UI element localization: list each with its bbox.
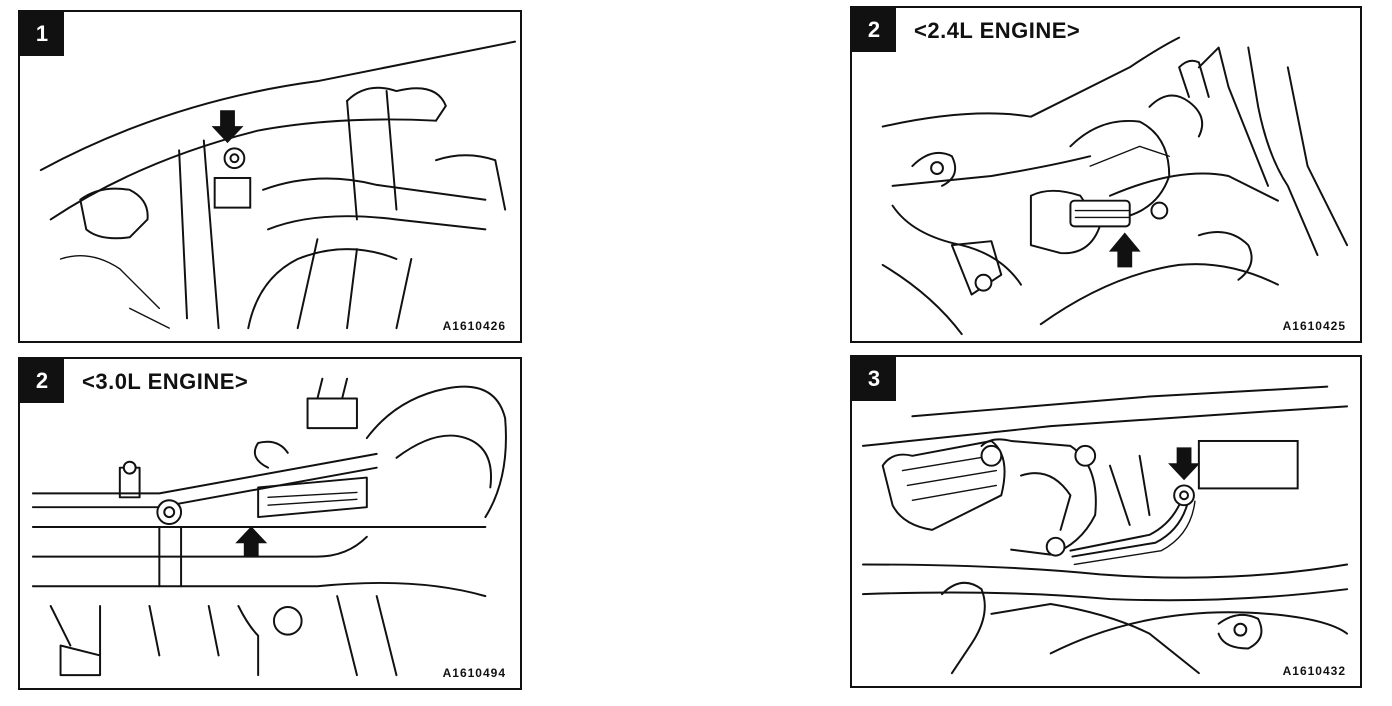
step-number-badge: 1 <box>20 12 64 56</box>
figure-code: A1610426 <box>440 319 508 333</box>
figure-panel-4: 3 A1610432 <box>850 355 1362 688</box>
up-arrow-icon <box>1108 232 1141 268</box>
down-arrow-icon <box>211 110 244 144</box>
figure-code: A1610494 <box>440 666 508 680</box>
engine-variant-label: <2.4L ENGINE> <box>910 18 1085 44</box>
engine-illustration <box>39 40 517 330</box>
step-number-badge: 3 <box>852 357 896 401</box>
engine-illustration <box>881 36 1349 336</box>
engine-illustration <box>31 377 507 677</box>
down-arrow-icon <box>1168 447 1201 481</box>
figure-panel-1: 1 A1610426 <box>18 10 522 343</box>
figure-panel-3: 2 <3.0L ENGINE> A1610494 <box>18 357 522 690</box>
engine-illustration <box>861 385 1349 675</box>
figure-code: A1610425 <box>1280 319 1348 333</box>
up-arrow-icon <box>235 526 268 558</box>
figure-code: A1610432 <box>1280 664 1348 678</box>
engine-variant-label: <3.0L ENGINE> <box>78 369 253 395</box>
step-number-badge: 2 <box>20 359 64 403</box>
figure-panel-2: 2 <2.4L ENGINE> A1610425 <box>850 6 1362 343</box>
step-number-badge: 2 <box>852 8 896 52</box>
